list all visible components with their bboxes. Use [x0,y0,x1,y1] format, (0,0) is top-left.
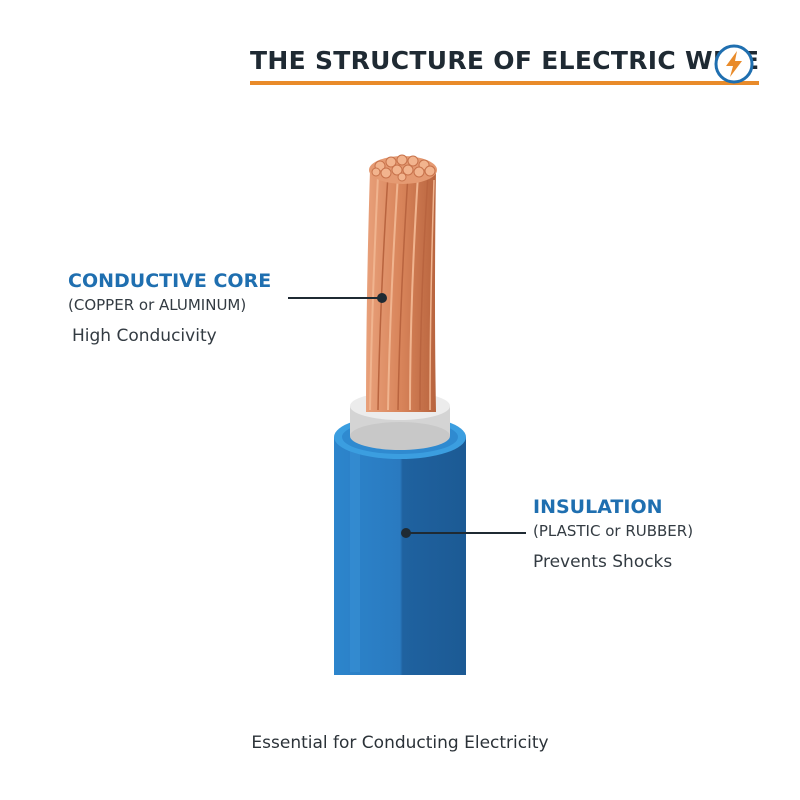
footer-caption: Essential for Conducting Electricity [251,733,549,753]
page-title: THE STRUCTURE OF ELECTRIC WIRE [250,46,760,85]
copper-core [366,154,437,412]
lightning-bolt-icon [714,44,754,84]
insulation-heading: INSULATION [533,496,663,518]
insulation-property: Prevents Shocks [533,552,673,572]
core-leader-line [288,293,387,303]
insulation-jacket [334,415,466,675]
title-block: THE STRUCTURE OF ELECTRIC WIRE [250,46,760,85]
insulation-label: INSULATION (PLASTIC or RUBBER) Prevents … [533,496,693,572]
core-heading: CONDUCTIVE CORE [68,270,272,292]
insulation-material: (PLASTIC or RUBBER) [533,522,694,540]
core-label: CONDUCTIVE CORE (COPPER or ALUMINUM) Hig… [68,270,271,346]
core-material: (COPPER or ALUMINUM) [68,296,247,314]
insulation-leader-line [401,528,526,538]
core-property: High Conducivity [72,326,217,346]
